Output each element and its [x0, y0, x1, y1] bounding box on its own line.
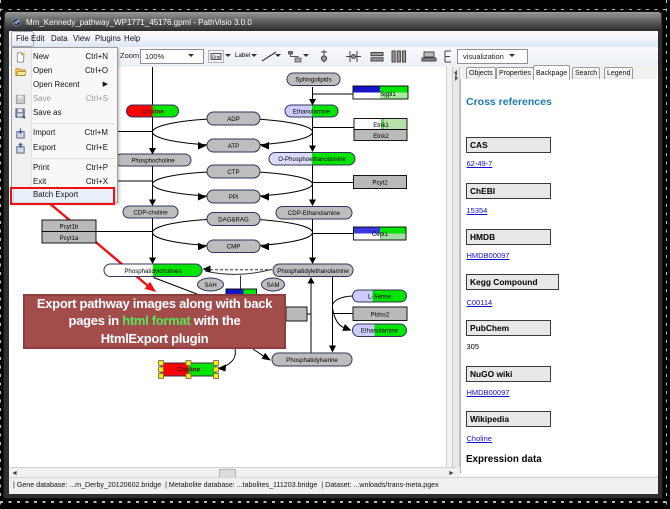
svg-text:Phosphocholine: Phosphocholine	[131, 157, 175, 164]
svg-text:Pcyt2: Pcyt2	[372, 179, 388, 186]
svg-text:Ptdss2: Ptdss2	[371, 312, 390, 319]
svg-text:L-Serine: L-Serine	[368, 293, 392, 300]
svg-text:Choline: Choline	[141, 108, 164, 115]
svg-text:O-Phosphoethanolamine: O-Phosphoethanolamine	[278, 156, 346, 163]
svg-text:ADP: ADP	[227, 116, 240, 123]
svg-text:Etnk1: Etnk1	[373, 122, 389, 129]
svg-text:CDP-Ethanolamine: CDP-Ethanolamine	[288, 210, 341, 217]
svg-text:SAH: SAH	[204, 283, 216, 289]
svg-text:Phosphatidylcholines: Phosphatidylcholines	[124, 268, 181, 275]
svg-text:Phosphatidylethanolamine: Phosphatidylethanolamine	[277, 268, 349, 275]
svg-text:Ethanolamine: Ethanolamine	[361, 328, 399, 335]
svg-text:Pcyt1b: Pcyt1b	[60, 223, 79, 230]
svg-text:PPi: PPi	[229, 194, 238, 201]
svg-text:Gne: Gne	[212, 54, 221, 59]
svg-text:Phosphatidylserine: Phosphatidylserine	[286, 357, 338, 364]
svg-text:Sphingolipids: Sphingolipids	[295, 77, 331, 84]
svg-text:DAG&RAG: DAG&RAG	[218, 216, 249, 223]
svg-text:Pcyt1a: Pcyt1a	[60, 235, 79, 242]
svg-text:Choline: Choline	[177, 367, 201, 374]
svg-text:CDP-choline: CDP-choline	[133, 209, 168, 216]
svg-text:CMP: CMP	[227, 244, 241, 251]
svg-text:Sgpl1: Sgpl1	[380, 91, 396, 98]
svg-text:Ethanolamine: Ethanolamine	[293, 108, 331, 115]
svg-text:ATP: ATP	[228, 143, 239, 150]
svg-text:Cept1: Cept1	[372, 231, 389, 238]
svg-text:CTP: CTP	[227, 169, 239, 176]
svg-text:SAM: SAM	[266, 283, 279, 289]
svg-text:Etnk2: Etnk2	[373, 133, 389, 140]
